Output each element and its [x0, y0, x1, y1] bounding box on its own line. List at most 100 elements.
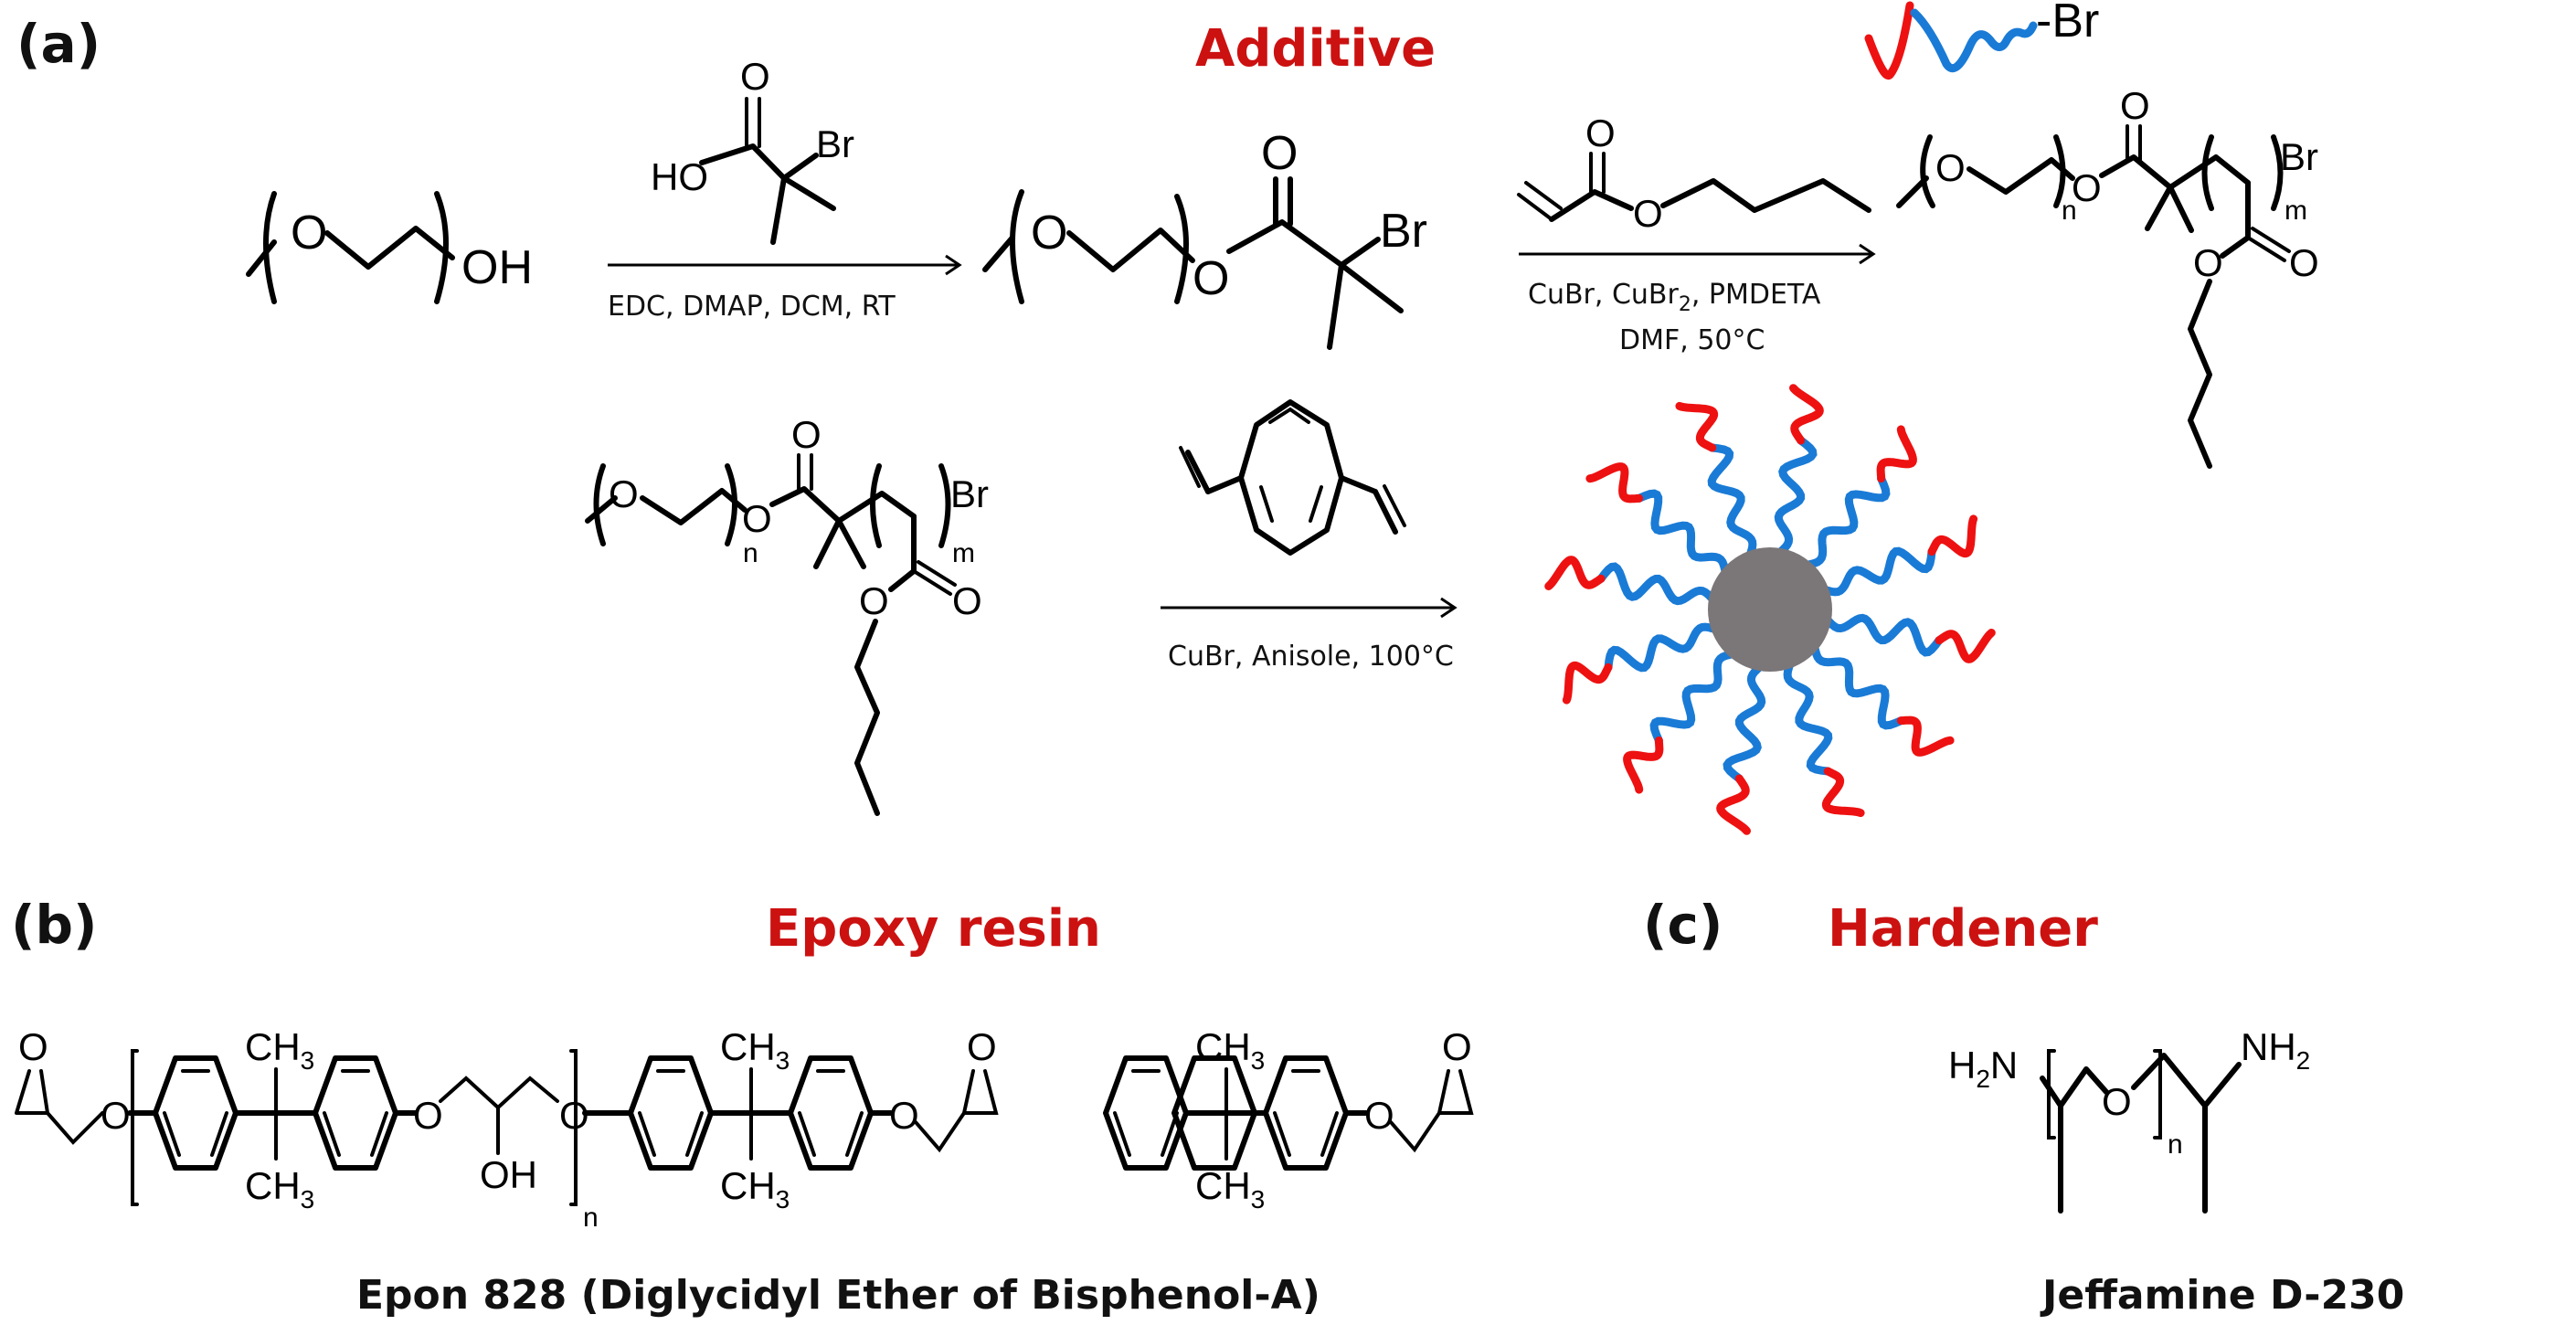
jeffamine-structure: H2N O n NH2 — [1948, 1025, 2310, 1214]
star-arm-peg-block — [1716, 774, 1751, 835]
dgeba-structure: O O CH3 CH3 O OH O n — [15, 1025, 1257, 1233]
svg-text:O: O — [1935, 146, 1966, 189]
conditions-2-line2: DMF, 50°C — [1619, 324, 1765, 356]
conditions-2-line1: CuBr, CuBr2, PMDETA — [1528, 279, 1821, 316]
bromoisobutyric-acid-structure: O HO Br — [651, 55, 854, 245]
svg-text:O: O — [952, 579, 982, 622]
peg-macroinitiator-structure: O O O Br — [982, 127, 1427, 350]
crosslinked-core — [1708, 547, 1832, 672]
svg-text:O: O — [889, 1094, 919, 1137]
svg-text:O: O — [742, 497, 772, 540]
peg-b-pba-product-structure: O n O O Br m O O — [1896, 84, 2319, 469]
svg-text:O: O — [413, 1094, 443, 1137]
star-arm-pba-block — [1810, 642, 1905, 730]
svg-text:m: m — [952, 538, 975, 568]
svg-text:CH3: CH3 — [1195, 1164, 1265, 1214]
svg-text:OH: OH — [461, 241, 533, 294]
star-arm-peg-block — [1935, 629, 1996, 663]
svg-text:-Br: -Br — [2036, 0, 2099, 48]
star-arm-peg-block — [1585, 462, 1644, 504]
svg-text:n: n — [2168, 1129, 2183, 1160]
svg-text:Br: Br — [1380, 205, 1427, 258]
divinylbenzene-structure — [1179, 399, 1406, 556]
star-arm-peg-block — [1562, 661, 1613, 705]
svg-text:O: O — [291, 207, 327, 260]
star-arm-peg-block — [1675, 401, 1719, 452]
svg-text:O: O — [967, 1025, 997, 1068]
svg-text:O: O — [1261, 127, 1298, 180]
svg-text:n: n — [743, 538, 758, 568]
svg-text:Br: Br — [950, 472, 989, 515]
svg-text:O: O — [2072, 166, 2102, 209]
svg-text:O: O — [1193, 252, 1229, 305]
svg-text:O: O — [1585, 111, 1616, 154]
reaction-arrow-3 — [1161, 597, 1458, 619]
svg-text:O: O — [18, 1025, 48, 1068]
svg-text:O: O — [1364, 1094, 1394, 1137]
svg-text:O: O — [2193, 241, 2223, 284]
star-arm-peg-block — [1927, 514, 1978, 558]
star-arm-pba-block — [1783, 660, 1833, 776]
panel-b-caption: Epon 828 (Diglycidyl Ether of Bisphenol-… — [356, 1272, 1320, 1319]
svg-text:HO: HO — [651, 155, 708, 198]
svg-text:O: O — [859, 579, 889, 622]
svg-text:O: O — [101, 1094, 131, 1137]
svg-text:CH3: CH3 — [720, 1164, 790, 1214]
reaction-arrow-1 — [608, 254, 962, 276]
star-arm-peg-block — [1623, 736, 1664, 794]
panel-c-caption: Jeffamine D-230 — [2040, 1272, 2404, 1319]
star-arm-peg-block — [1544, 556, 1606, 590]
svg-text:H2N: H2N — [1948, 1044, 2018, 1093]
conditions-3: CuBr, Anisole, 100°C — [1168, 641, 1454, 673]
svg-text:m: m — [2284, 196, 2307, 226]
svg-text:O: O — [2120, 84, 2150, 127]
star-arm-peg-block — [1789, 384, 1824, 445]
star-arm-peg-block — [1896, 716, 1955, 757]
svg-text:O: O — [2102, 1080, 2132, 1123]
star-arm-pba-block — [1635, 489, 1730, 577]
panel-b-title: Epoxy resin — [766, 899, 1101, 959]
star-arm-peg-block — [1876, 425, 1917, 483]
svg-text:O: O — [609, 472, 639, 515]
svg-text:O: O — [1442, 1025, 1472, 1068]
svg-text:NH2: NH2 — [2241, 1025, 2310, 1075]
star-arm-pba-block — [1596, 562, 1717, 606]
svg-text:n: n — [2062, 196, 2077, 226]
conditions-1: EDC, DMAP, DCM, RT — [608, 291, 896, 323]
peg-b-pba-reactant-structure: O n O O Br m O O — [585, 413, 989, 816]
star-arm-peg-block — [1821, 767, 1865, 818]
svg-text:CH3: CH3 — [245, 1025, 314, 1075]
svg-text:Br: Br — [2280, 135, 2318, 178]
dgeba-ring-3: CH3 CH3 O O — [628, 1025, 999, 1214]
star-arm-pba-block — [1604, 622, 1720, 673]
panel-c-label: (c) — [1643, 894, 1723, 956]
panel-c-title: Hardener — [1828, 899, 2098, 959]
svg-text:O: O — [2289, 241, 2319, 284]
block-copolymer-cartoon: -Br — [1864, 0, 2099, 80]
svg-text:OH: OH — [480, 1153, 537, 1196]
svg-text:n: n — [583, 1203, 599, 1233]
star-arm-pba-block — [1803, 474, 1891, 569]
peg-oh-structure: O OH — [246, 191, 533, 304]
reaction-arrow-2 — [1519, 243, 1876, 265]
svg-text:CH3: CH3 — [245, 1164, 314, 1214]
panel-a-label: (a) — [16, 13, 101, 75]
svg-text:O: O — [791, 413, 822, 456]
svg-text:CH3: CH3 — [720, 1025, 790, 1075]
star-arm-pba-block — [1820, 546, 1936, 597]
svg-text:O: O — [1633, 192, 1663, 235]
svg-text:O: O — [740, 55, 770, 98]
svg-text:Br: Br — [816, 122, 854, 165]
svg-text:CH3: CH3 — [1195, 1025, 1265, 1075]
star-arm-pba-block — [1723, 662, 1766, 783]
svg-text:O: O — [1031, 207, 1067, 260]
star-arm-pba-block — [1707, 443, 1757, 559]
dgeba-structure-right: CH3 CH3 O O — [1103, 1025, 1474, 1214]
star-arm-pba-block — [1823, 613, 1944, 657]
butyl-acrylate-structure: O O — [1517, 111, 1871, 235]
star-polymer-nanoparticle — [1544, 384, 1996, 835]
panel-a-title: Additive — [1195, 19, 1436, 79]
star-arm-pba-block — [1649, 650, 1737, 745]
panel-b-label: (b) — [11, 894, 98, 956]
